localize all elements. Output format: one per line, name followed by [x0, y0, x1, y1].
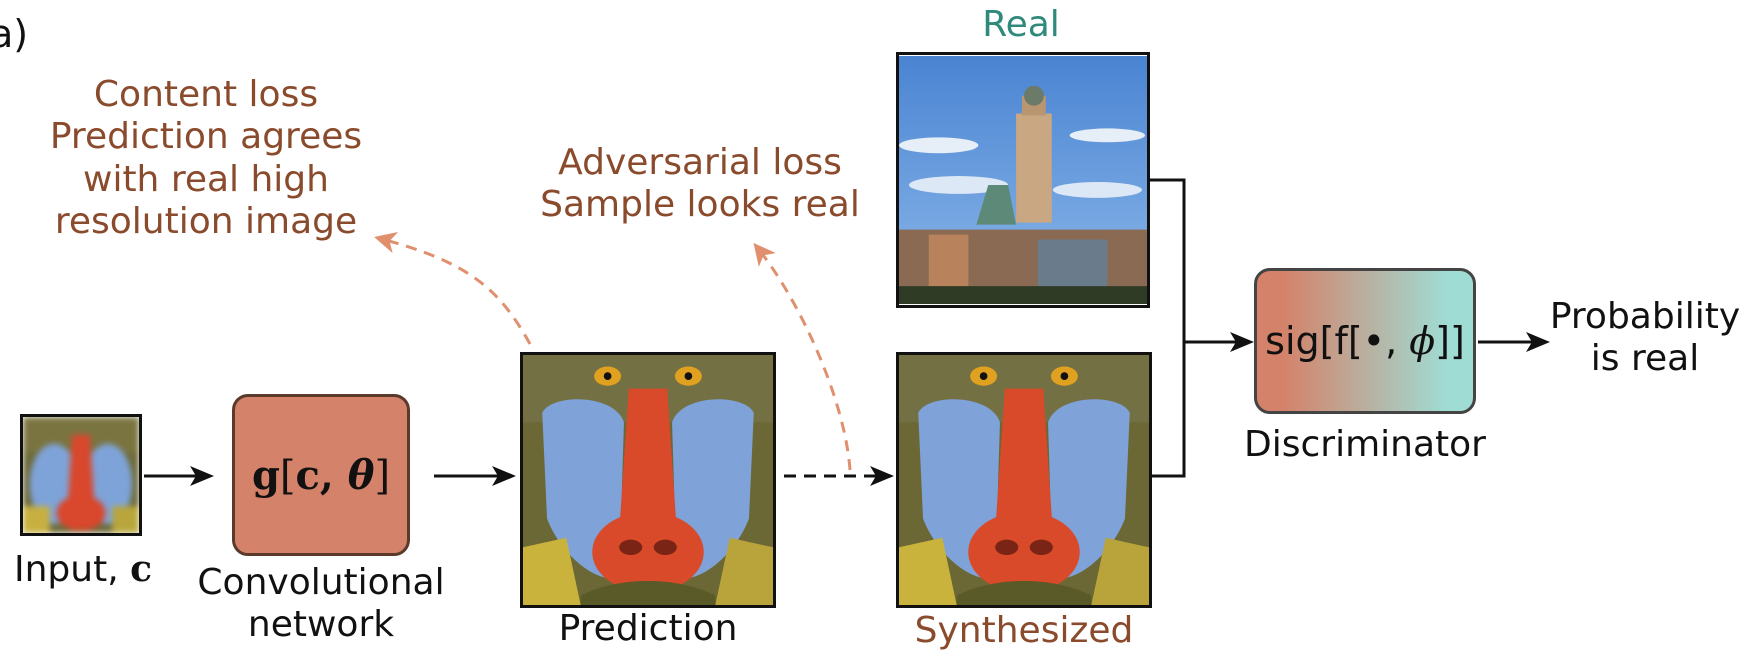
adversarial-loss-line: Sample looks real [540, 184, 860, 226]
input-var: c [130, 548, 153, 590]
dashed-arrow-content-loss [374, 231, 532, 345]
generator-box: g[c, θ] [232, 394, 410, 556]
adversarial-loss-line: Adversarial loss [558, 142, 842, 183]
mandrill-drawing [523, 355, 773, 605]
discriminator-close: ]] [1435, 319, 1465, 363]
output-text: Probability is real [1540, 296, 1750, 381]
prediction-image [520, 352, 776, 608]
content-loss-line: Content loss [93, 74, 319, 115]
prediction-label: Prediction [558, 608, 738, 649]
bracket-real-synth [1150, 178, 1186, 478]
input-image [20, 414, 142, 536]
generator-label-line: Convolutional [197, 562, 445, 603]
output-line: is real [1590, 338, 1700, 380]
generator-label: Convolutional network [190, 562, 452, 647]
content-loss-line: with real high [83, 158, 329, 200]
building-drawing [899, 56, 1147, 304]
synthesized-label: Synthesized [914, 610, 1134, 651]
discriminator-box: sig[f[•, ϕ]] [1254, 268, 1476, 414]
generator-label-line: network [247, 604, 395, 646]
generator-fn: g [251, 451, 280, 499]
content-loss-line: resolution image [54, 201, 358, 243]
generator-args: c, [295, 451, 348, 499]
output-line: Probability [1549, 296, 1741, 337]
dashed-arrow-adversarial-loss [753, 242, 852, 471]
discriminator-phi: ϕ [1409, 319, 1436, 363]
generator-formula: g[c, θ] [252, 452, 390, 499]
mandrill-drawing [899, 355, 1149, 605]
content-loss-text: Content loss Prediction agrees with real… [36, 74, 376, 244]
adversarial-loss-text: Adversarial loss Sample looks real [530, 142, 870, 227]
input-label-text: Input, [14, 549, 131, 590]
generator-open: [ [279, 452, 296, 499]
discriminator-formula: sig[f[•, ϕ]] [1265, 319, 1465, 363]
mandrill-lowres-drawing [23, 417, 139, 533]
generator-close: ] [374, 452, 391, 499]
real-image [896, 52, 1150, 308]
panel-label: a) [0, 12, 29, 56]
input-label: Input, c [14, 548, 152, 591]
generator-theta: θ [347, 451, 375, 499]
real-label: Real [982, 4, 1060, 45]
discriminator-text: sig[f[•, [1265, 319, 1410, 363]
content-loss-line: Prediction agrees [49, 116, 363, 158]
synthesized-image [896, 352, 1152, 608]
discriminator-label: Discriminator [1244, 424, 1486, 465]
